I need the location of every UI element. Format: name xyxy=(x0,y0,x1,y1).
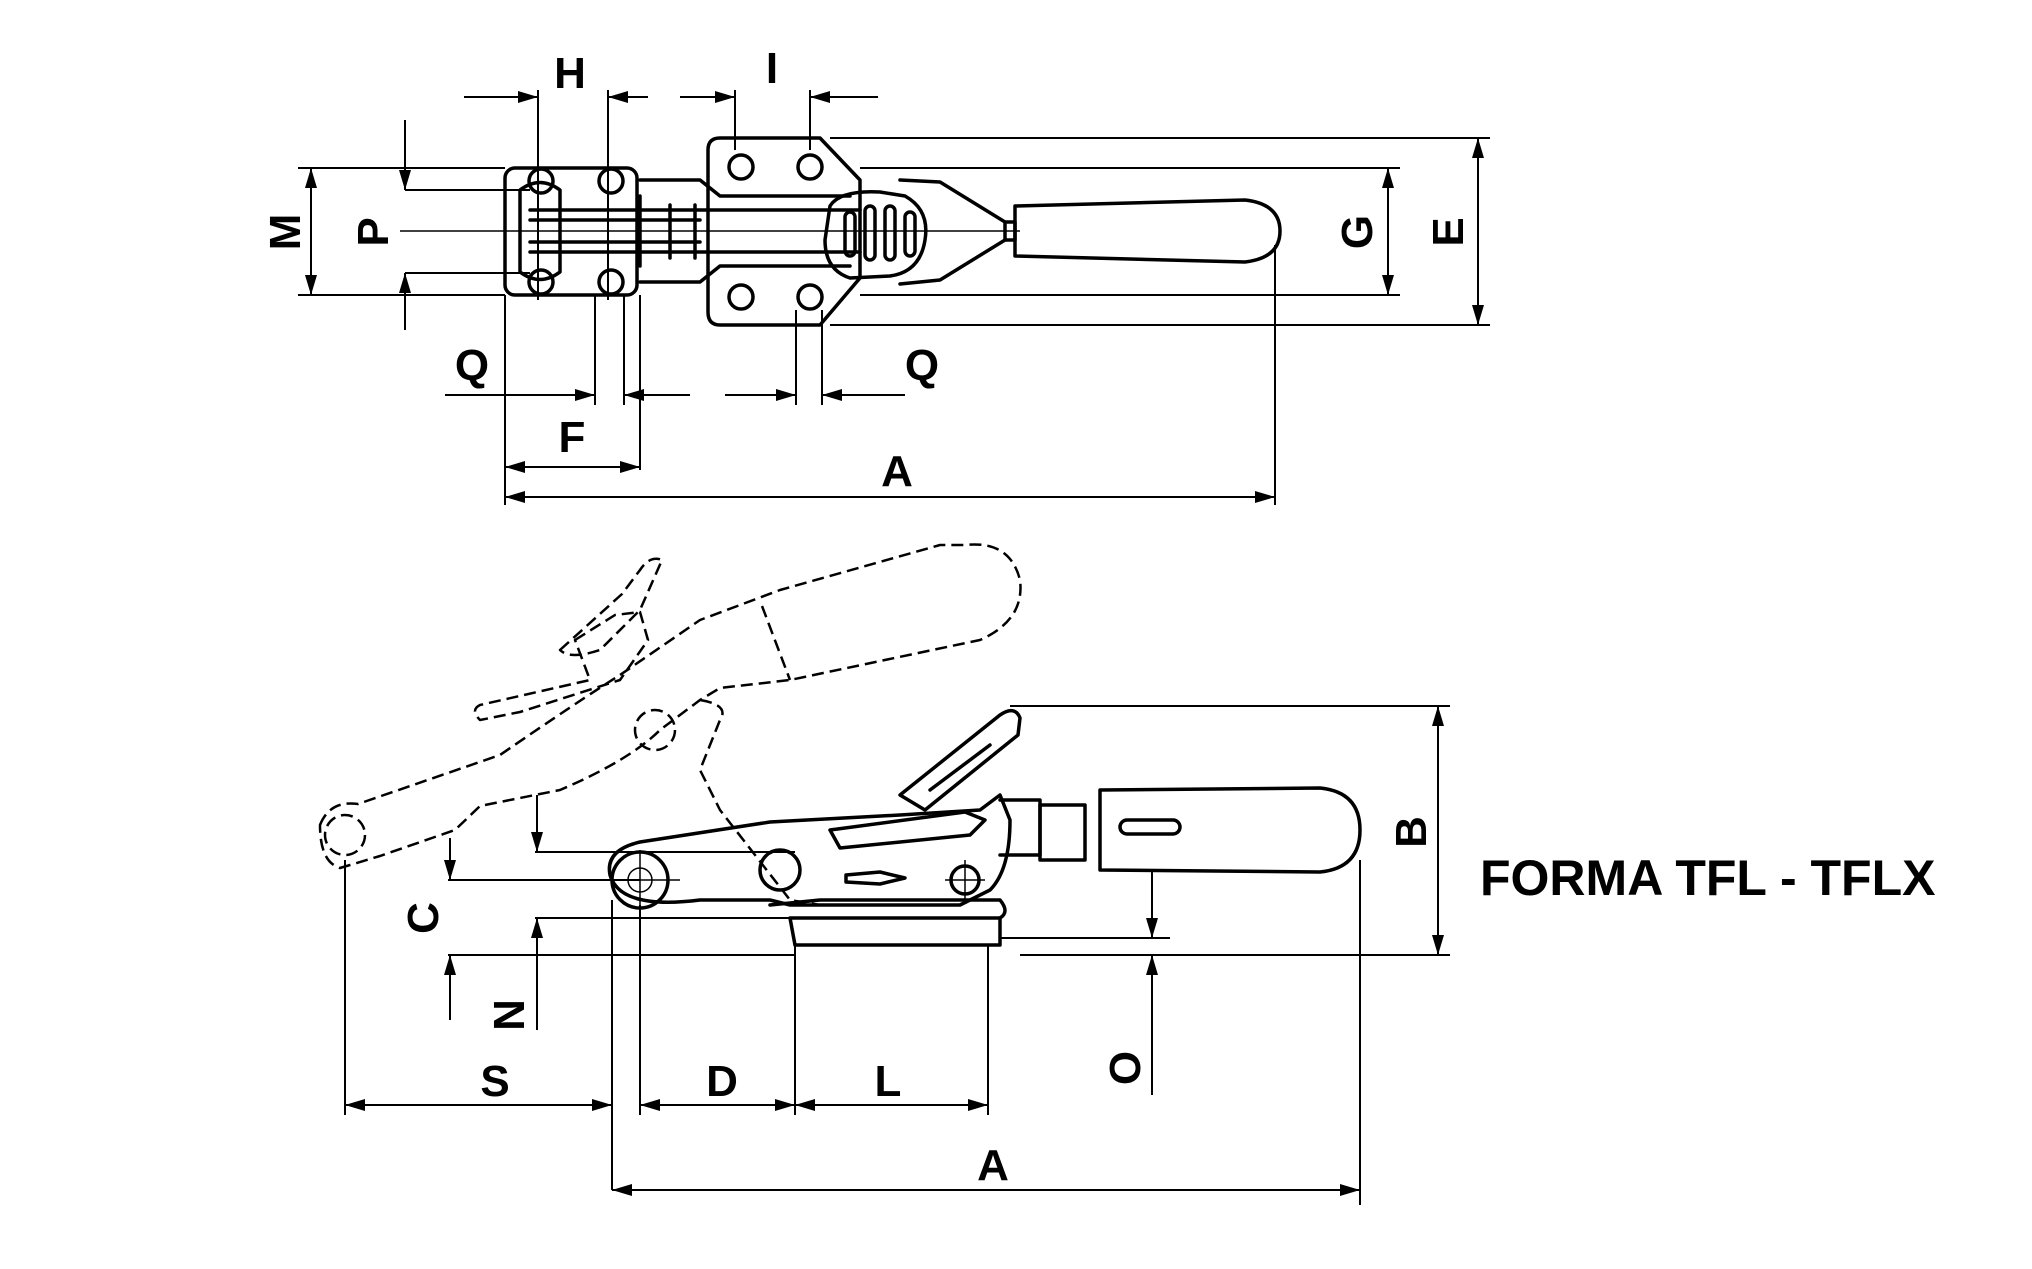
drawing-title: FORMA TFL - TFLX xyxy=(1480,850,1935,906)
label-S: S xyxy=(480,1057,509,1106)
top-lever-ribs xyxy=(843,204,917,262)
dimension-labels: H I M P G E Q Q F A B C N O S D L A xyxy=(261,44,1473,1190)
label-D: D xyxy=(706,1057,738,1106)
side-closed-position xyxy=(607,708,1362,947)
label-E: E xyxy=(1424,217,1473,246)
side-view-dimensions xyxy=(344,705,1450,1205)
side-open-position xyxy=(318,543,1022,907)
label-Q-left: Q xyxy=(455,341,489,390)
top-handle-grip xyxy=(1013,198,1282,264)
label-H: H xyxy=(554,49,586,98)
label-O: O xyxy=(1101,1051,1150,1085)
label-I: I xyxy=(766,44,778,93)
label-A-side: A xyxy=(977,1141,1009,1190)
top-spindle-tip xyxy=(518,180,562,282)
top-lever-pad xyxy=(823,190,928,280)
label-P: P xyxy=(349,217,398,246)
label-N: N xyxy=(485,999,534,1031)
label-G: G xyxy=(1333,215,1382,249)
top-body-arms xyxy=(638,178,852,284)
top-view-dimensions xyxy=(298,90,1490,505)
label-L: L xyxy=(875,1057,902,1106)
top-view xyxy=(400,136,1282,327)
label-B: B xyxy=(1387,816,1436,848)
label-Q-right: Q xyxy=(905,341,939,390)
top-mounting-holes xyxy=(527,153,824,311)
side-view xyxy=(318,543,1362,947)
label-A-top: A xyxy=(881,447,913,496)
label-M: M xyxy=(261,214,310,251)
label-F: F xyxy=(559,413,586,462)
top-base-plate-right xyxy=(706,136,862,327)
label-C: C xyxy=(399,902,448,934)
top-handle-arms xyxy=(898,178,1007,286)
